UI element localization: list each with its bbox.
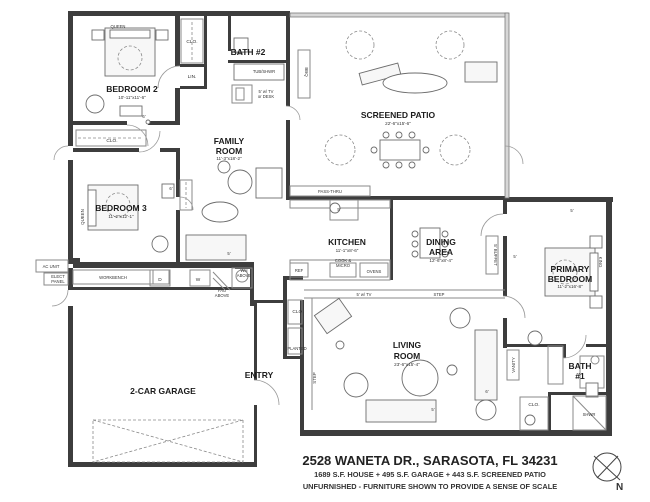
step-label-2: STEP: [312, 372, 317, 384]
dim-5ft-c: 5': [227, 251, 230, 256]
ref-label: REF: [295, 268, 304, 273]
dryer-label: D: [158, 277, 162, 283]
primary-bedroom-dim: 11'-2"x16'-8": [557, 284, 583, 289]
family-room-dim: 11'-3"x18'-2": [216, 156, 242, 161]
furniture: [85, 27, 603, 426]
bath1-label-1: BATH: [569, 361, 592, 371]
screened-patio-label: SCREENED PATIO: [361, 110, 436, 120]
shower-label: SHWR: [583, 412, 596, 417]
dim-5ft-d: 5': [431, 407, 434, 412]
primary-bedroom-label-2: BEDROOM: [548, 274, 592, 284]
dining-label-1: DINING: [426, 237, 456, 247]
ac-unit-label: AC UNIT: [43, 264, 60, 269]
interior-details: [35, 18, 607, 463]
living-room-label-2: ROOM: [394, 351, 420, 361]
dim-5ft-b: 5': [513, 254, 516, 259]
tv-living-label: 5' w/ TV: [357, 292, 372, 297]
tv-desk-label-1: 5' w/ TV: [259, 89, 274, 94]
closet-bedroom2-label: CLO.: [106, 138, 117, 144]
bedroom3-dim: 11'-2"x12'-1": [108, 214, 134, 219]
cook-label-2: MICRO: [336, 263, 351, 268]
dim-6ft-c: 6': [485, 389, 488, 394]
step-label-1: STEP: [434, 292, 445, 297]
compass: N: [592, 452, 623, 493]
bbq-label: BBQ: [304, 67, 309, 77]
title-block: 2528 WANETA DR., SARASOTA, FL 34231 1689…: [302, 453, 557, 491]
compass-cross-line: [596, 455, 619, 479]
closet-bath1-label: CLO.: [528, 402, 539, 408]
elect-panel-label-1: ELECT: [51, 274, 65, 279]
water-heater-label-1: WH: [241, 268, 248, 273]
workbench-label: WORKBENCH: [99, 275, 127, 280]
water-heater-label-2: ABOVE: [237, 273, 252, 278]
queen-label-bedroom2: QUEEN: [111, 24, 126, 29]
primary-bedroom-label-1: PRIMARY: [551, 264, 590, 274]
bath2-label: BATH #2: [231, 47, 266, 57]
tub-label: TUB/SHWR: [253, 69, 275, 74]
living-room-label-1: LIVING: [393, 340, 422, 350]
pass-thru-label: PASS-THRU: [318, 189, 342, 194]
dim-5ft-e: 5': [337, 207, 340, 212]
bedroom2-label: BEDROOM 2: [106, 84, 158, 94]
kitchen-dim: 11'-1"x8'-6": [336, 248, 359, 253]
bedroom3-label: BEDROOM 3: [95, 203, 147, 213]
washer-label: W: [196, 277, 201, 283]
living-room-dim: 23'-6"x15'-4": [394, 362, 420, 367]
linen-label: LIN.: [188, 74, 197, 80]
screened-patio-dim: 22'-6"x15'-6": [385, 121, 411, 126]
family-room-label-2: ROOM: [216, 146, 242, 156]
room-labels: BEDROOM 2 10'-11"x11'-6" BEDROOM 3 11'-2…: [95, 47, 592, 396]
fixture-labels: QUEEN QUEEN KING CLO. CLO. LIN. CLO. CLO…: [43, 24, 603, 417]
kitchen-label: KITCHEN: [328, 237, 366, 247]
dining-dim: 12'-6"x8'-4": [429, 258, 453, 263]
disclaimer-line: UNFURNISHED - FURNITURE SHOWN TO PROVIDE…: [303, 482, 557, 491]
cook-label-1: COOK &: [335, 258, 351, 263]
king-label: KING: [598, 257, 603, 268]
fau-label-1: FAU: [218, 288, 226, 293]
family-room-label-1: FAMILY: [214, 136, 245, 146]
dim-5ft-a: 5': [570, 208, 573, 213]
closet-entry-label: CLO.: [292, 309, 303, 315]
ovens-label: OVENS: [367, 269, 382, 274]
closet-hall-label: CLO.: [186, 39, 197, 45]
tv-desk-label-2: or DESK: [258, 94, 274, 99]
square-footage-line: 1689 S.F. HOUSE + 495 S.F. GARAGE + 443 …: [314, 470, 546, 479]
bath1-label-2: #1: [575, 371, 585, 381]
address-title: 2528 WANETA DR., SARASOTA, FL 34231: [302, 453, 557, 468]
queen-label-bedroom3: QUEEN: [80, 209, 85, 225]
bedroom2-dim: 10'-11"x11'-6": [118, 95, 146, 100]
garage-label: 2-CAR GARAGE: [130, 386, 196, 396]
dining-label-2: AREA: [429, 247, 453, 257]
entry-label: ENTRY: [245, 370, 274, 380]
vanity-label: VANITY: [511, 357, 516, 373]
dim-6ft-a: 6': [169, 186, 172, 191]
dim-6ft-b: 6': [142, 114, 145, 119]
fau-label-2: ABOVE: [215, 293, 230, 298]
elect-panel-label-2: PANEL: [51, 279, 65, 284]
compass-north-label: N: [616, 482, 623, 493]
compass-circle: [592, 452, 622, 482]
planted-label: PLANTED: [287, 346, 306, 351]
buffet-label: 5' BUFFET: [493, 244, 498, 266]
doors: [51, 65, 587, 406]
